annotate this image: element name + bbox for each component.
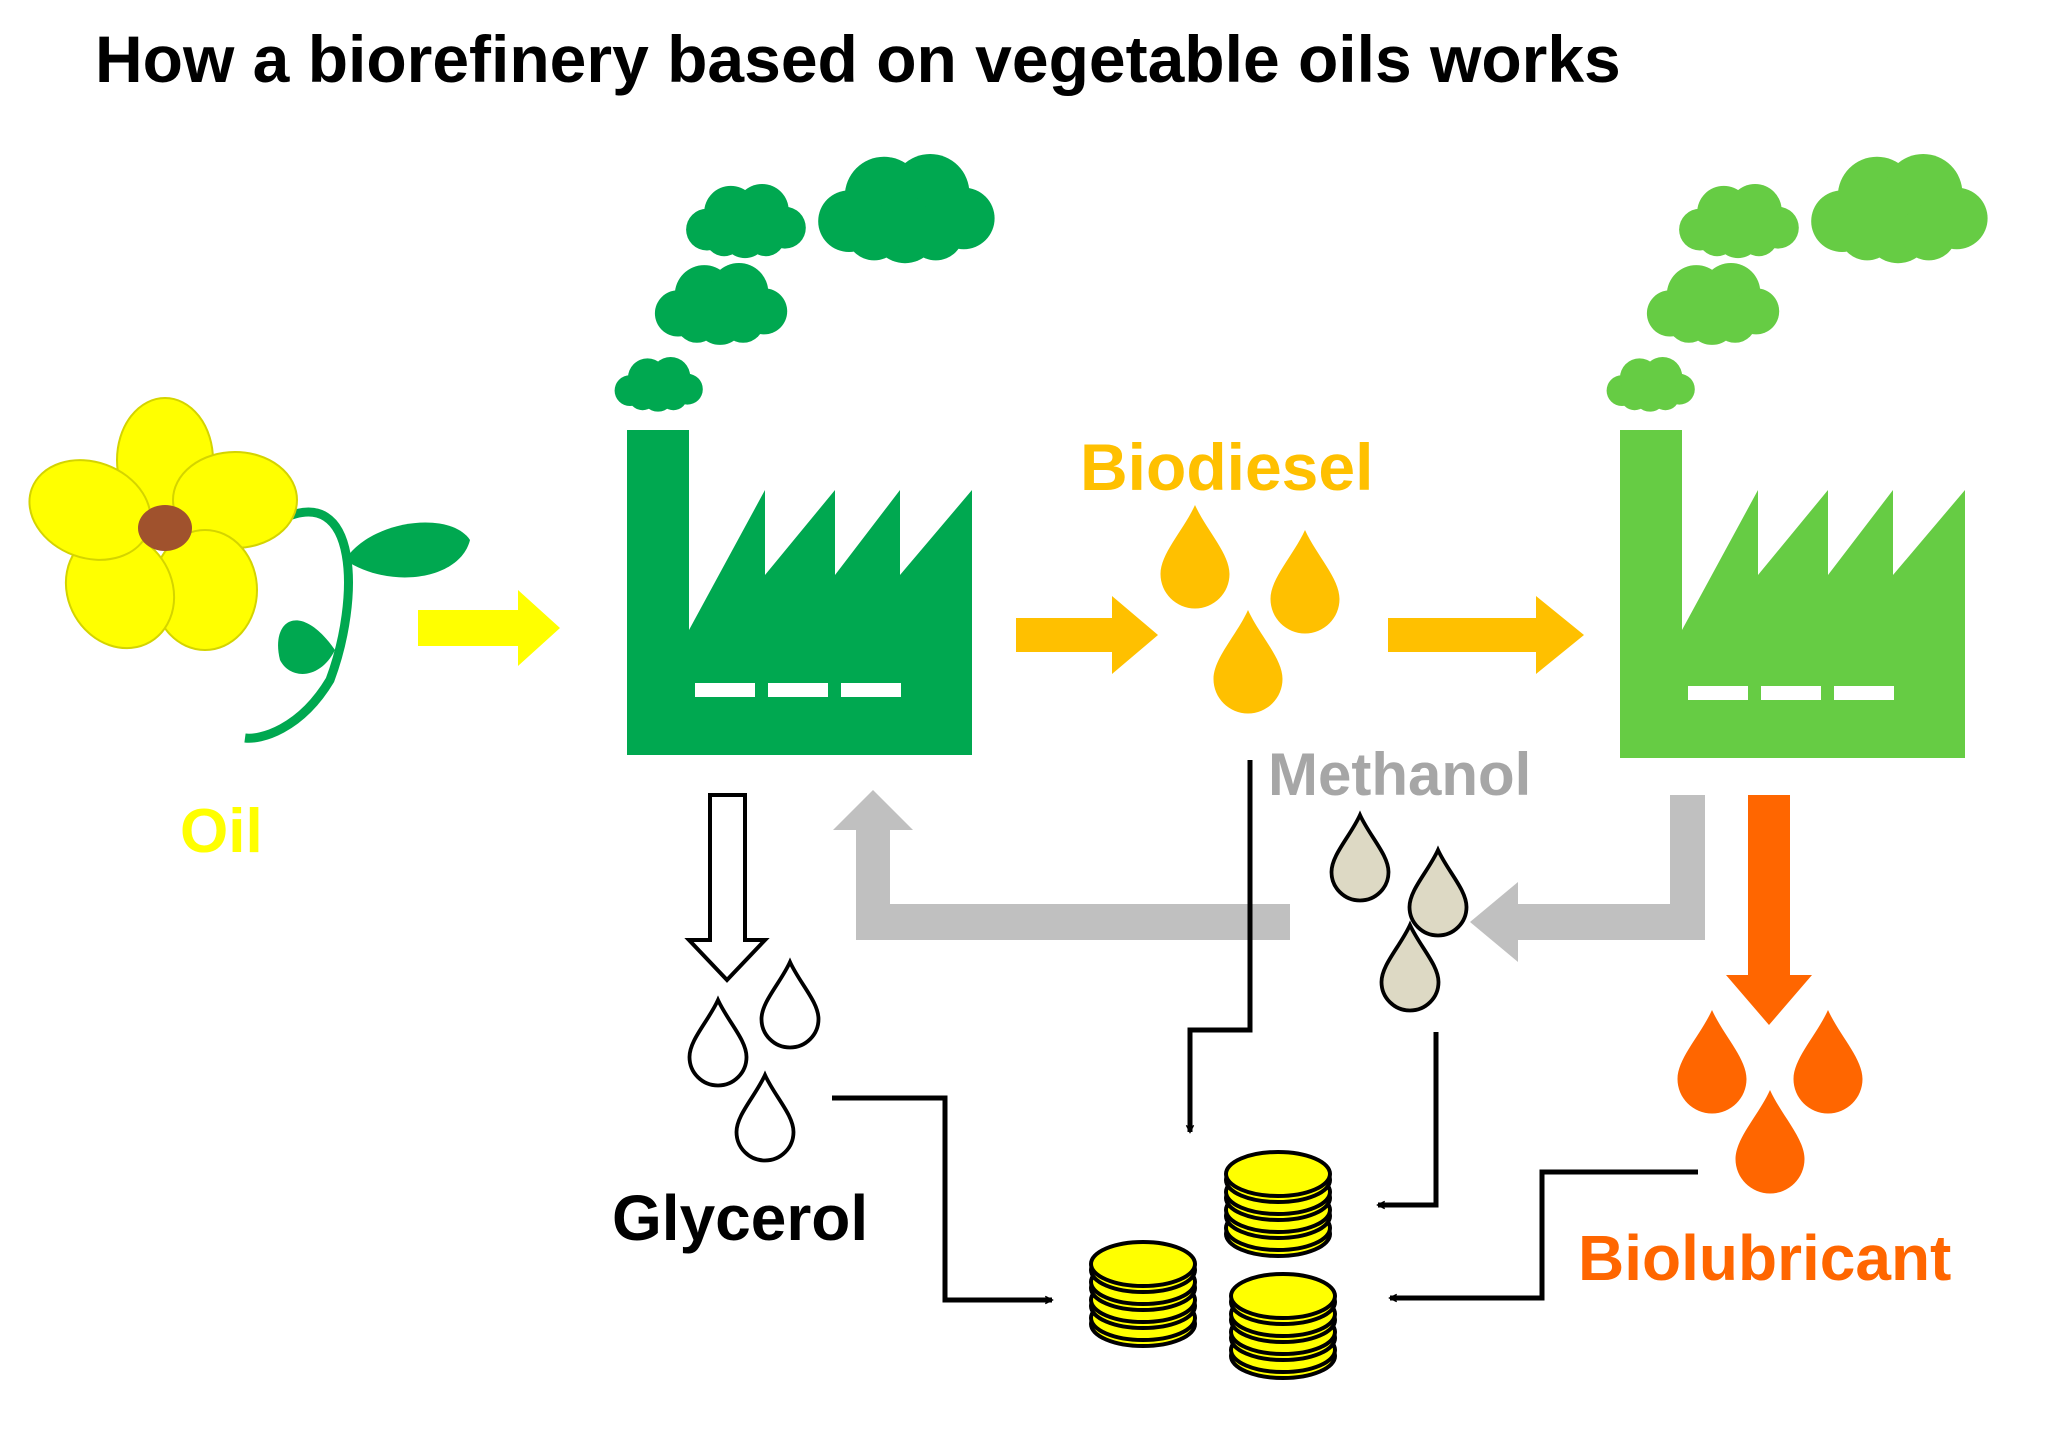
drop-icon [734,1073,796,1163]
value-arrows [832,760,1698,1300]
drop-icon [1270,530,1340,634]
arrow-oil-to-factory [418,590,560,666]
coin-stack-bottom [1229,1272,1337,1380]
drop-icon [1677,1010,1747,1114]
coin-stack-top [1224,1150,1332,1258]
oil-label: Oil [180,797,263,866]
arrow-glycerol-to-coins [832,1095,1052,1300]
glycerol-drops [687,960,821,1163]
drop-icon [1329,813,1391,903]
drop-icon [759,960,821,1050]
drop-icon [1793,1010,1863,1114]
factory-icon-upgrading [1606,154,1988,758]
drop-icon [1213,610,1283,714]
arrow-factory-to-biodiesel [1016,596,1158,674]
arrow-factory-to-glycerol [684,793,770,983]
biodiesel-drops [1160,505,1340,714]
biolubricant-label: Biolubricant [1578,1222,1951,1294]
arrow-methanol-from-factory [1470,795,1705,962]
drop-icon [1735,1090,1805,1194]
arrow-methanol-to-coins [1378,1032,1439,1205]
coin-stack-left [1089,1240,1197,1348]
diagram-title: How a biorefinery based on vegetable oil… [95,22,1621,96]
arrow-factory-to-biolubricant [1726,795,1812,1025]
arrow-biodiesel-to-coins [1190,760,1253,1132]
factory-icon-processing [614,154,995,755]
biolubricant-drops [1677,1010,1863,1194]
methanol-label: Methanol [1268,741,1531,808]
arrow-biolubricant-to-coins [1390,1169,1698,1298]
biodiesel-label: Biodiesel [1080,430,1373,504]
flower-icon [28,397,470,743]
smoke-cloud-icon [614,154,995,412]
arrow-biodiesel-to-factory [1388,596,1584,674]
coin-stack-icon [1089,1150,1337,1380]
drop-icon [687,998,749,1088]
methanol-drops [1329,813,1469,1013]
drop-icon [1160,505,1230,609]
glycerol-label: Glycerol [612,1182,868,1254]
drop-icon [1407,848,1469,938]
drop-icon [1379,923,1441,1013]
smoke-cloud-icon [1606,154,1988,412]
arrow-methanol-recycle [833,790,1290,940]
